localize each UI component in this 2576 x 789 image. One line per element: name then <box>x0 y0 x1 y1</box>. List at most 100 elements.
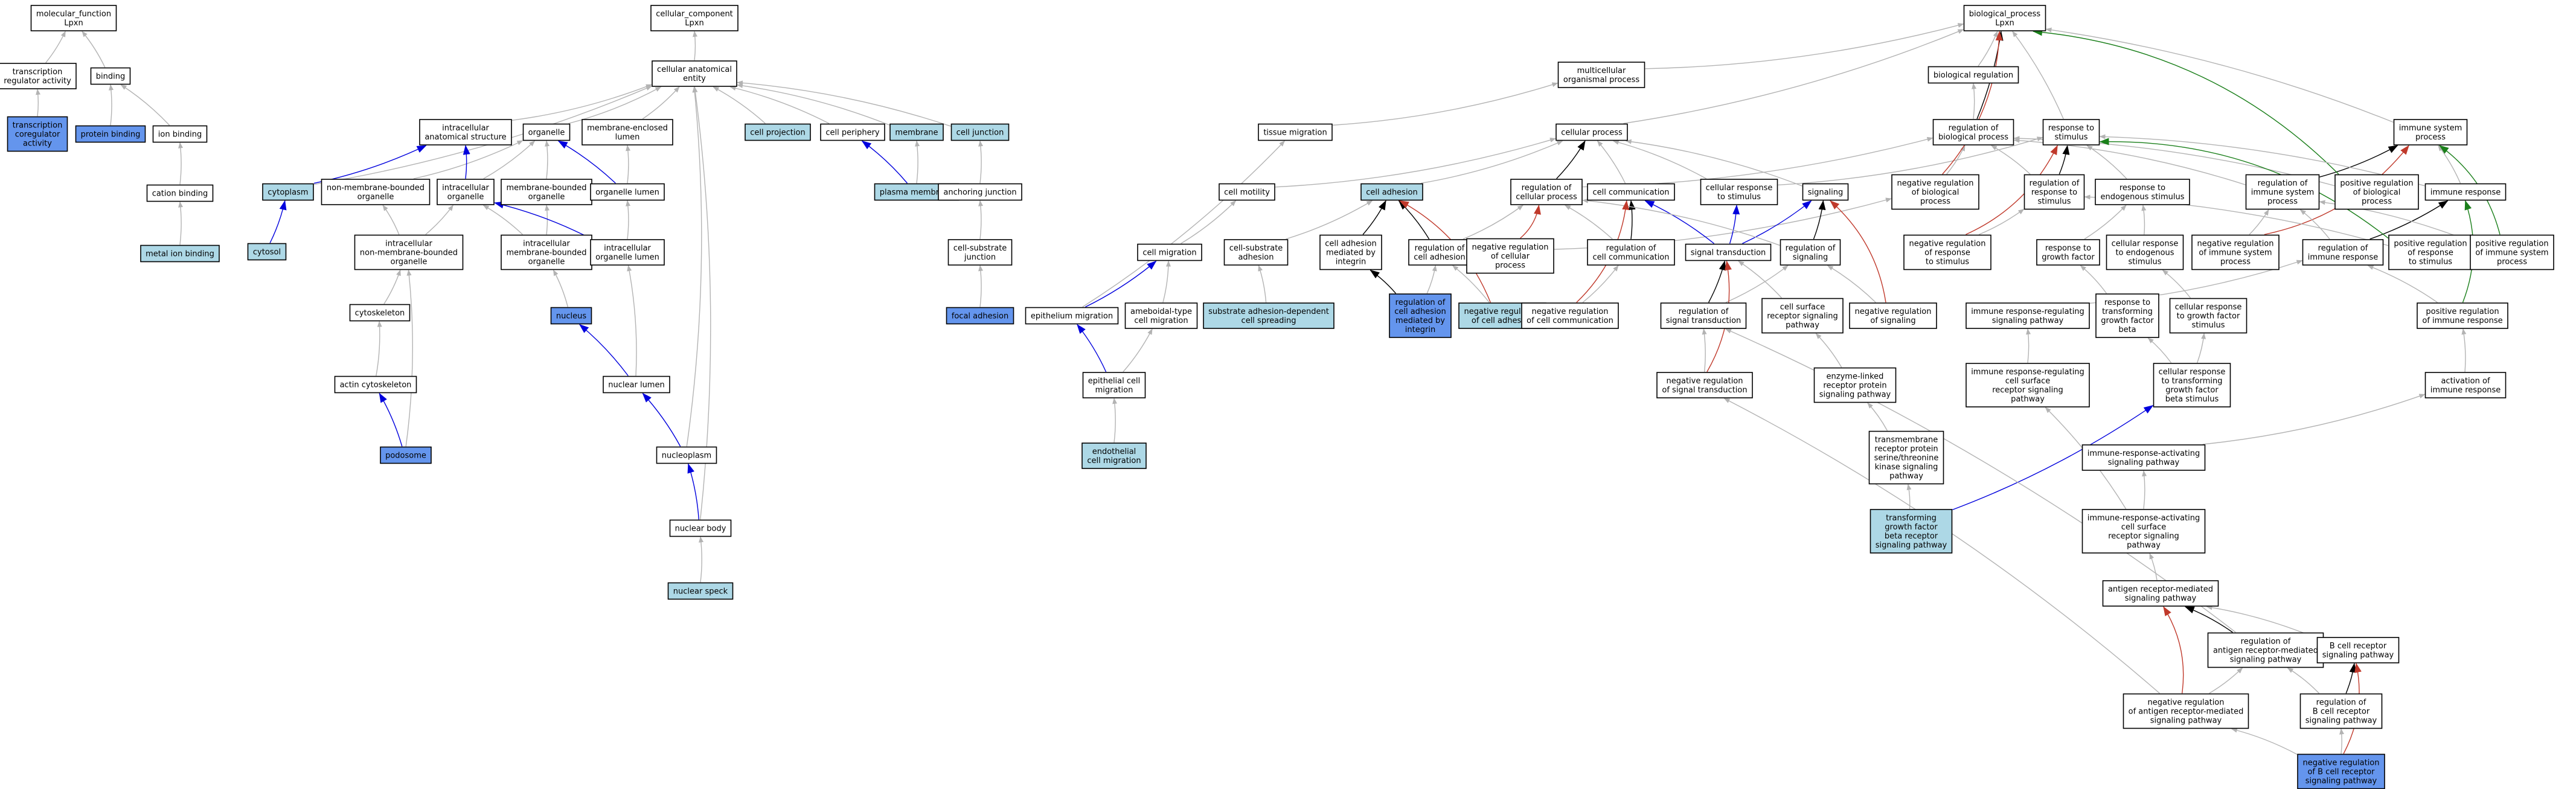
go-term-node-immresp[interactable]: immune response <box>2424 183 2507 201</box>
go-term-node-cellperi[interactable]: cell periphery <box>820 123 885 141</box>
go-term-node-bioreg[interactable]: biological regulation <box>1927 66 2019 84</box>
go-term-node-actincyto[interactable]: actin cytoskeleton <box>334 375 417 394</box>
go-term-node-nucbody[interactable]: nuclear body <box>669 519 732 537</box>
go-term-node-inmbo[interactable]: intracellularnon-membrane-boundedorganel… <box>354 234 464 270</box>
go-term-node-olumen[interactable]: organelle lumen <box>590 183 665 201</box>
go-term-node-nucleoplasm[interactable]: nucleoplasm <box>656 446 717 464</box>
go-term-node-cationbind[interactable]: cation binding <box>146 184 214 202</box>
go-term-node-anchjunc[interactable]: anchoring junction <box>938 183 1022 201</box>
go-term-node-cytoskel[interactable]: cytoskeleton <box>349 304 411 322</box>
go-term-node-metalbind[interactable]: metal ion binding <box>140 244 220 263</box>
go-term-node-nuclumen[interactable]: nuclear lumen <box>603 375 670 394</box>
go-term-node-sigtrans[interactable]: signal transduction <box>1685 243 1772 261</box>
go-term-node-epimig[interactable]: epithelium migration <box>1025 307 1119 325</box>
go-term-node-focaladh[interactable]: focal adhesion <box>946 307 1014 325</box>
go-term-node-protbind[interactable]: protein binding <box>75 125 146 143</box>
go-term-node-cellproc[interactable]: cellular process <box>1556 123 1628 141</box>
go-term-node-cellmig[interactable]: cell migration <box>1137 243 1202 261</box>
go-term-node-tissuemig[interactable]: tissue migration <box>1258 123 1333 141</box>
go-term-node-nucspeck[interactable]: nuclear speck <box>667 582 734 600</box>
go-term-node-membrane[interactable]: membrane <box>889 123 944 141</box>
go-term-node-cellproj[interactable]: cell projection <box>745 123 811 141</box>
go-term-node-cellcomm[interactable]: cell communication <box>1587 183 1675 201</box>
go-term-node-signaling[interactable]: signaling <box>1802 183 1849 201</box>
go-term-node-cytosol[interactable]: cytosol <box>247 243 287 261</box>
go-term-node-cellmot[interactable]: cell motility <box>1219 183 1275 201</box>
go-term-node-binding[interactable]: binding <box>90 67 131 85</box>
go-term-node-cytoplasm[interactable]: cytoplasm <box>262 183 314 201</box>
go-term-node-nucleus[interactable]: nucleus <box>550 307 592 325</box>
go-term-node-celladh[interactable]: cell adhesion <box>1360 183 1423 201</box>
go-term-node-ionbind[interactable]: ion binding <box>152 125 208 143</box>
go-term-node-podosome[interactable]: podosome <box>380 446 432 464</box>
go-term-node-organelle[interactable]: organelle <box>522 123 571 141</box>
go-term-node-celljunc[interactable]: cell junction <box>950 123 1010 141</box>
